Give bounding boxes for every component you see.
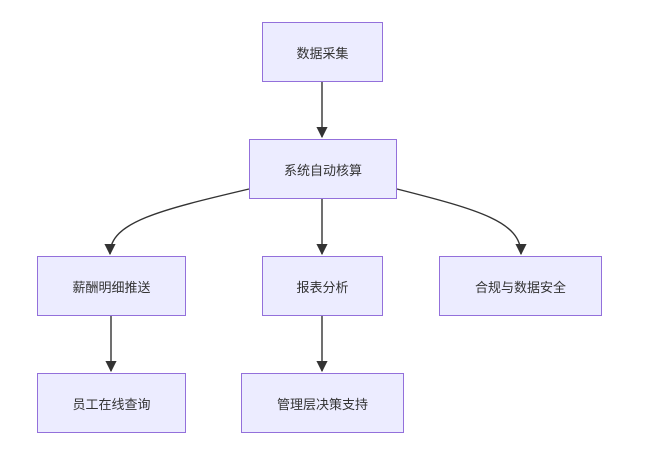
node-data-collection: 数据采集: [262, 22, 383, 82]
edge-calc-payslip: [104, 188, 250, 256]
node-payslip-push: 薪酬明细推送: [37, 256, 186, 316]
edge-calc-security: [396, 188, 527, 256]
node-auto-calculation: 系统自动核算: [249, 139, 397, 199]
node-compliance-security: 合规与数据安全: [439, 256, 602, 316]
node-report-analysis: 报表分析: [262, 256, 383, 316]
node-employee-query: 员工在线查询: [37, 373, 186, 433]
node-management-decision: 管理层决策支持: [241, 373, 404, 433]
